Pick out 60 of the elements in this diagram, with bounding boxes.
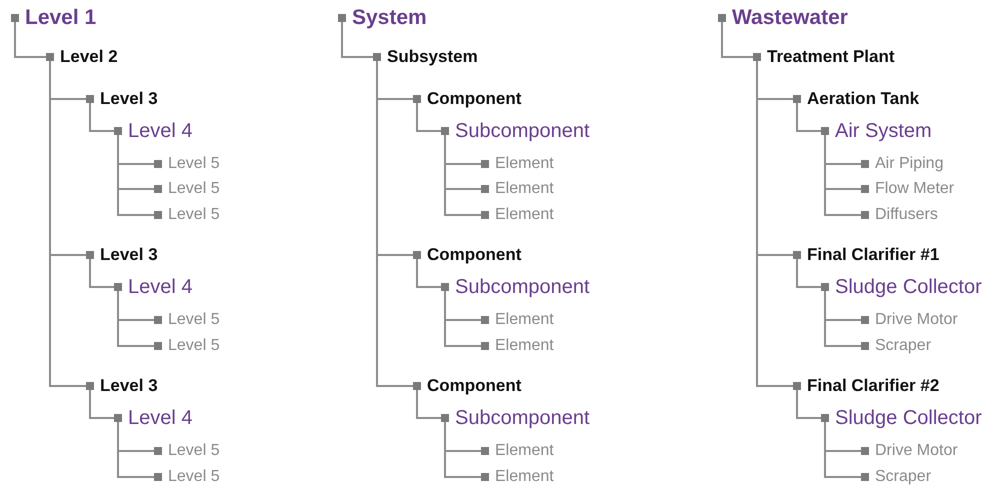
tree-label: Level 5 [168, 206, 220, 224]
connector-line [89, 390, 114, 419]
tree-label: Component [427, 245, 522, 265]
connector-line [14, 22, 46, 58]
tree-label: Component [427, 376, 522, 396]
connector-line [796, 103, 821, 132]
connector-line [756, 61, 793, 387]
connector-line [376, 61, 413, 387]
connector-line [89, 103, 114, 132]
tree-label: Level 3 [100, 245, 158, 265]
tree-label: Air Piping [875, 155, 944, 173]
connector-line [796, 259, 821, 288]
tree-label: Element [495, 468, 554, 486]
tree-label: Level 4 [128, 276, 192, 298]
tree-label: Scraper [875, 337, 932, 355]
connector-line [416, 103, 441, 132]
tree-label: Level 3 [100, 89, 158, 109]
tree-label: Level 5 [168, 311, 220, 329]
tree-label: Element [495, 155, 554, 173]
tree-label: Level 5 [168, 337, 220, 355]
tree-label: Final Clarifier #2 [807, 376, 940, 396]
tree-label: Level 5 [168, 155, 220, 173]
connector-line [49, 61, 86, 387]
tree-label: Element [495, 206, 554, 224]
tree-label: Level 5 [168, 180, 220, 198]
tree-label: Sludge Collector [835, 406, 982, 430]
tree-label: Treatment Plant [767, 47, 895, 67]
tree-label: Aeration Tank [807, 89, 920, 109]
connector-line [416, 390, 441, 419]
tree-label: Drive Motor [875, 311, 958, 329]
tree-label: Element [495, 180, 554, 198]
connector-line [89, 259, 114, 288]
tree-label: Level 5 [168, 468, 220, 486]
tree-label: Flow Meter [875, 180, 954, 198]
connector-line [721, 22, 753, 58]
tree-label: Component [427, 89, 522, 109]
tree-label: Drive Motor [875, 442, 958, 460]
tree-label: Element [495, 442, 554, 460]
tree-label: Level 1 [25, 6, 96, 30]
tree-label: Subsystem [387, 47, 478, 67]
connector-line [341, 22, 373, 58]
tree-label: Wastewater [732, 6, 848, 30]
tree-label: Sludge Collector [835, 276, 982, 298]
connector-line [416, 259, 441, 288]
tree-label: Level 2 [60, 47, 118, 67]
tree-label: Diffusers [875, 206, 938, 224]
tree-label: Level 4 [128, 120, 192, 142]
tree-label: Level 4 [128, 406, 192, 430]
tree-label: Subcomponent [455, 276, 590, 298]
tree-label: Air System [835, 120, 932, 142]
tree-label: Element [495, 337, 554, 355]
tree-label: Scraper [875, 468, 932, 486]
tree-label: Element [495, 311, 554, 329]
tree-label: Level 5 [168, 442, 220, 460]
tree-label: Subcomponent [455, 406, 590, 430]
tree-label: Level 3 [100, 376, 158, 396]
tree-label: Final Clarifier #1 [807, 245, 940, 265]
tree-label: System [352, 6, 427, 30]
connector-line [796, 390, 821, 419]
tree-label: Subcomponent [455, 120, 590, 142]
